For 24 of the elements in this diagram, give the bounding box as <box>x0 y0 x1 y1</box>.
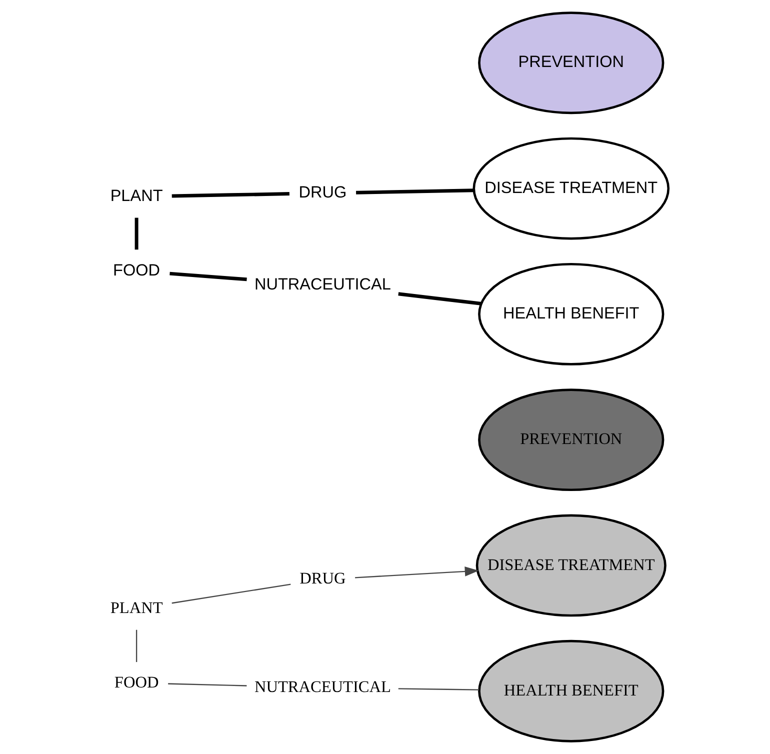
node-text: FOOD <box>113 261 160 280</box>
node-text: FOOD <box>114 672 159 692</box>
connector <box>172 584 291 604</box>
node-ellipse: DISEASE TREATMENT <box>472 137 670 240</box>
connector <box>168 683 247 686</box>
connector <box>136 630 138 662</box>
node-ellipse: DISEASE TREATMENT <box>476 514 666 617</box>
node-text: DRUG <box>300 568 346 588</box>
connector <box>172 192 290 198</box>
connector <box>398 292 482 306</box>
node-text: DRUG <box>298 183 347 202</box>
node-ellipse: PREVENTION <box>478 388 664 492</box>
connector <box>356 188 474 194</box>
connector <box>134 218 138 250</box>
node-text: PLANT <box>110 598 163 617</box>
node-text: NUTRACEUTICAL <box>254 275 391 294</box>
node-text: PLANT <box>110 186 163 205</box>
arrow <box>355 566 479 578</box>
connector <box>170 272 247 282</box>
node-ellipse: PREVENTION <box>478 12 664 114</box>
node-ellipse: HEALTH BENEFIT <box>478 262 664 366</box>
node-text: NUTRACEUTICAL <box>254 676 391 696</box>
node-ellipse: HEALTH BENEFIT <box>478 640 664 742</box>
connector <box>398 688 480 690</box>
